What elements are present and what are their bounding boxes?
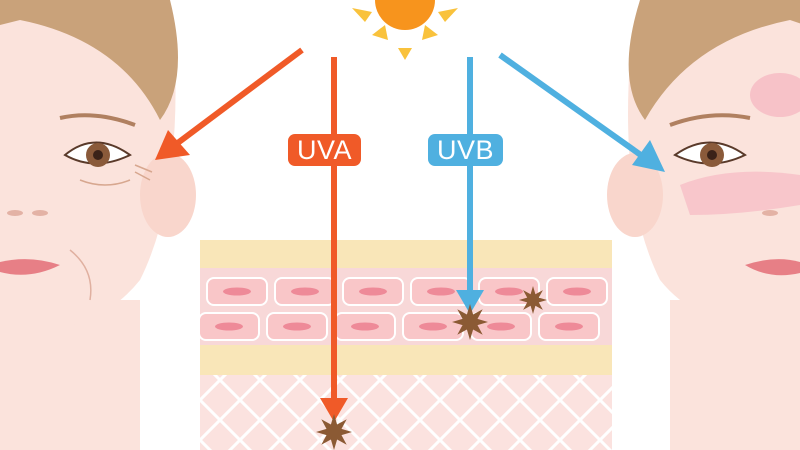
skin-cross-section — [198, 240, 612, 450]
cell-nucleus — [223, 287, 251, 296]
uvb-arrow-to-face — [498, 52, 665, 172]
cell-nucleus — [487, 322, 515, 331]
damage-burst-icon — [316, 414, 352, 450]
cell-nucleus — [351, 322, 379, 331]
cell-nucleus — [563, 287, 591, 296]
damage-burst-icon — [452, 304, 488, 340]
cell-nucleus — [283, 322, 311, 331]
uvb-arrow-to-epidermis — [456, 57, 484, 314]
sun-icon — [352, 0, 458, 60]
left-face-aged — [0, 0, 196, 450]
uva-arrow-to-dermis — [320, 57, 348, 422]
cell-nucleus — [419, 322, 447, 331]
cell-nucleus — [427, 287, 455, 296]
cell-nucleus — [215, 322, 243, 331]
cell-nucleus — [555, 322, 583, 331]
right-face-sunburned — [607, 0, 800, 450]
damage-burst-icon — [519, 286, 547, 314]
cell-nucleus — [359, 287, 387, 296]
uva-arrow-to-face — [155, 47, 304, 160]
uvb-label: UVB — [428, 134, 504, 166]
cell-nucleus — [291, 287, 319, 296]
cell-nucleus — [495, 287, 523, 296]
uva-label: UVA — [288, 134, 362, 166]
